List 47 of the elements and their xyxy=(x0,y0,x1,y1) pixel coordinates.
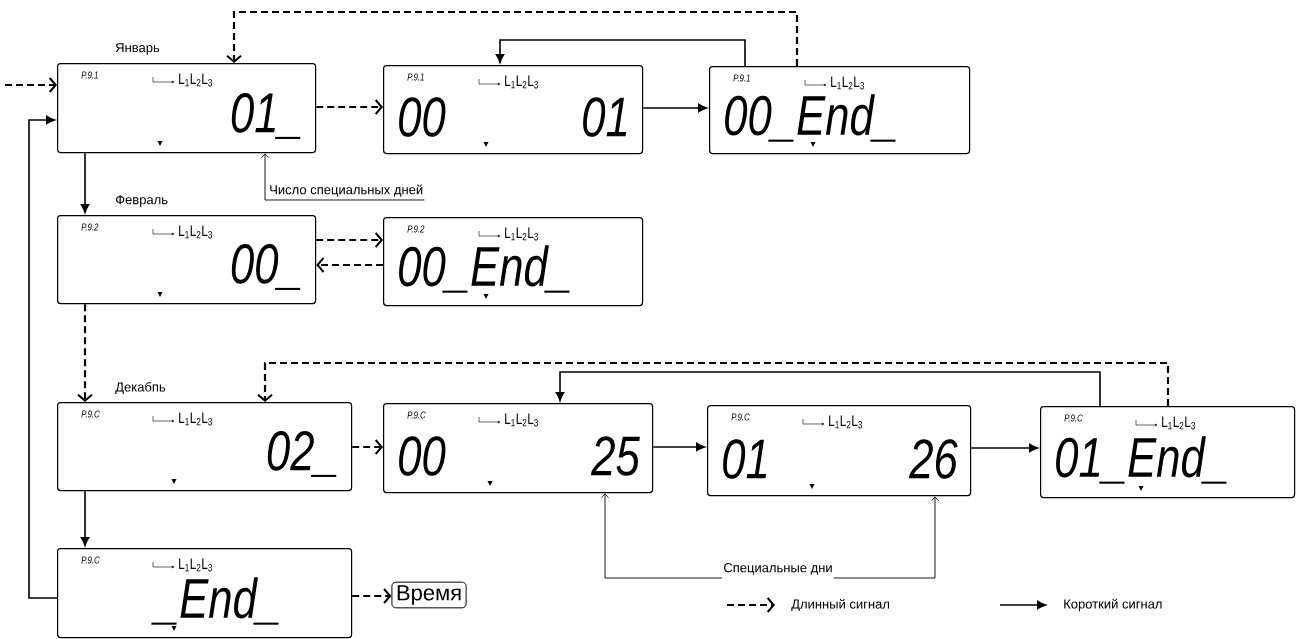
arrow xyxy=(352,439,383,455)
note-text: Число специальных дней xyxy=(270,184,423,197)
lcd-display: P.9.C L$_{1}$L$_{2}$L$_{3}$ _End_ xyxy=(57,548,353,639)
node-label: 00_ xyxy=(231,244,301,290)
lcd-display: P.9.2 L$_{1}$L$_{2}$L$_{3}$ 00_ xyxy=(57,215,317,305)
arrow xyxy=(316,257,383,273)
arrow xyxy=(970,443,1039,453)
node-label: P.9.1 xyxy=(81,71,98,79)
node-label: 01_ xyxy=(231,93,301,139)
node-label: L$_{1}$L$_{2}$L$_{3}$ xyxy=(179,73,213,87)
node-label: L$_{1}$L$_{2}$L$_{3}$ xyxy=(179,225,213,239)
arrow xyxy=(316,232,383,248)
lcd-display: P.9.C L$_{1}$L$_{2}$L$_{3}$ 02_ xyxy=(57,402,353,492)
lcd-display: P.9.C L$_{1}$L$_{2}$L$_{3}$ 01 26 xyxy=(707,405,972,497)
node-label: P.9.2 xyxy=(81,223,99,231)
node-label: 02_ xyxy=(267,431,337,477)
leader-line xyxy=(261,153,425,201)
leader-line xyxy=(833,496,939,579)
arrow xyxy=(352,588,392,604)
lcd-display: P.9.1 L$_{1}$L$_{2}$L$_{3}$ 00_End_ xyxy=(709,66,971,155)
arrow xyxy=(316,99,383,115)
display-title: Февраль xyxy=(115,195,168,207)
legend-text: Длинный сигнал xyxy=(791,598,889,612)
lcd-display: P.9.1 L$_{1}$L$_{2}$L$_{3}$ 00 01 xyxy=(383,65,644,155)
note-text: Специальные дни xyxy=(724,563,832,575)
display-title: Декабпь xyxy=(115,381,166,395)
node-label: L$_{1}$L$_{2}$L$_{3}$ xyxy=(179,412,213,426)
button-box: Время xyxy=(391,581,467,609)
lcd-display: P.9.C L$_{1}$L$_{2}$L$_{3}$ 01_End_ xyxy=(1040,406,1296,499)
lcd-display: P.9.2 L$_{1}$L$_{2}$L$_{3}$ 00_End_ xyxy=(383,217,644,307)
arrow xyxy=(257,361,1170,406)
arrow xyxy=(652,442,706,452)
display-title: Январь xyxy=(115,43,160,55)
arrow xyxy=(495,39,746,67)
lcd-display: P.9.1 L$_{1}$L$_{2}$L$_{3}$ 01_ xyxy=(57,63,317,154)
arrow xyxy=(80,490,90,547)
arrow xyxy=(555,371,1101,407)
arrow xyxy=(642,103,708,113)
arrow xyxy=(28,115,58,599)
arrow xyxy=(226,10,799,66)
arrow xyxy=(77,304,93,402)
legend-text: Короткий сигнал xyxy=(1064,598,1162,612)
lcd-display: P.9.C L$_{1}$L$_{2}$L$_{3}$ 00 25 xyxy=(383,403,654,494)
leader-line xyxy=(601,493,723,579)
node-label: P.9.C xyxy=(81,410,100,418)
arrow xyxy=(80,152,90,214)
arrow xyxy=(5,77,57,93)
